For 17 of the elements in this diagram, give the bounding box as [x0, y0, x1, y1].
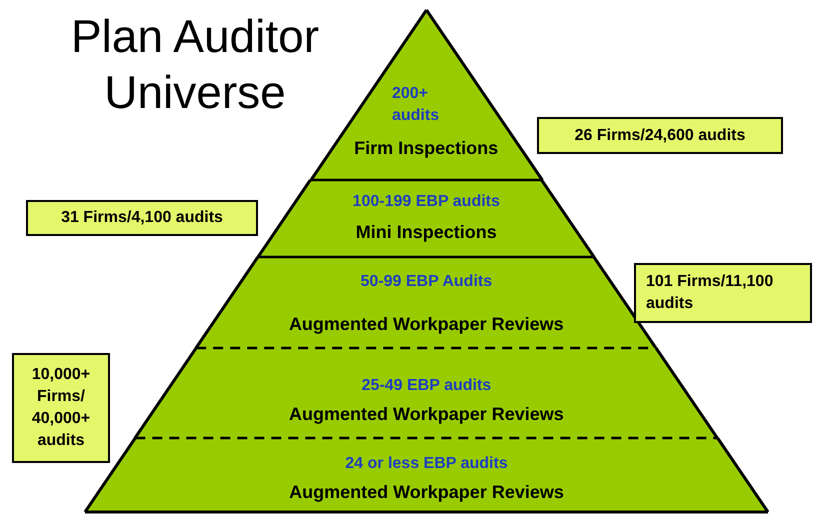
audit-count: 100-199 EBP audits: [352, 192, 501, 212]
firm-count-box: 10,000+ Firms/ 40,000+ audits: [12, 353, 110, 463]
title: Plan Auditor Universe: [70, 9, 320, 120]
pyramid-tier: [85, 438, 768, 512]
audit-count: 200+ audits: [392, 84, 440, 126]
audit-count: 24 or less EBP audits: [344, 454, 509, 474]
pyramid-tier: [258, 180, 594, 257]
firm-count-box: 31 Firms/4,100 audits: [26, 200, 258, 236]
review-type: Mini Inspections: [354, 221, 498, 243]
review-type: Augmented Workpaper Reviews: [288, 403, 565, 425]
review-type: Firm Inspections: [353, 137, 500, 159]
firm-count-box: 26 Firms/24,600 audits: [537, 117, 783, 154]
review-type: Augmented Workpaper Reviews: [288, 481, 565, 503]
review-type: Augmented Workpaper Reviews: [288, 313, 565, 335]
firm-count-box: 101 Firms/11,100 audits: [634, 263, 812, 323]
audit-count: 25-49 EBP audits: [360, 376, 492, 396]
pyramid-tier: [135, 348, 718, 438]
